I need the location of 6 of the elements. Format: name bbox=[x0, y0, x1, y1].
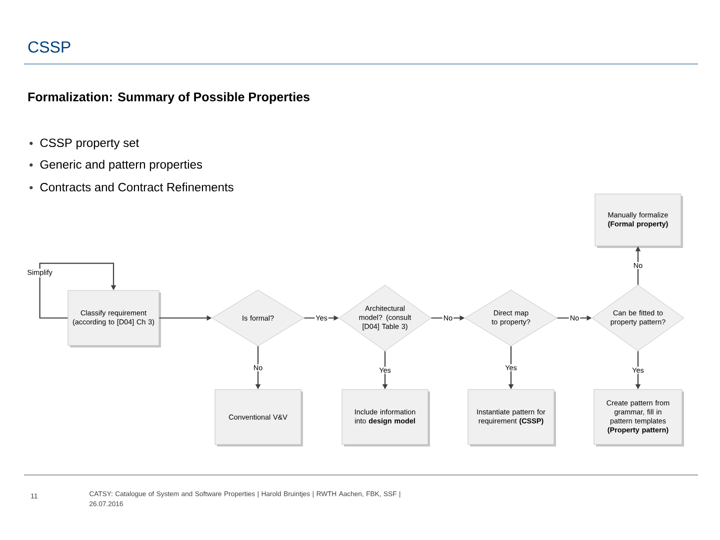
arrow bbox=[39, 262, 116, 319]
bullet-item: Contracts and Contract Refinements bbox=[30, 182, 234, 192]
bullet-item: Generic and pattern properties bbox=[30, 160, 202, 172]
slide-title: CSSP bbox=[28, 41, 70, 53]
slide-subtitle: Formalization: Summary of Possible Properties bbox=[28, 92, 310, 104]
bullet-item: CSSP property set bbox=[30, 138, 139, 150]
